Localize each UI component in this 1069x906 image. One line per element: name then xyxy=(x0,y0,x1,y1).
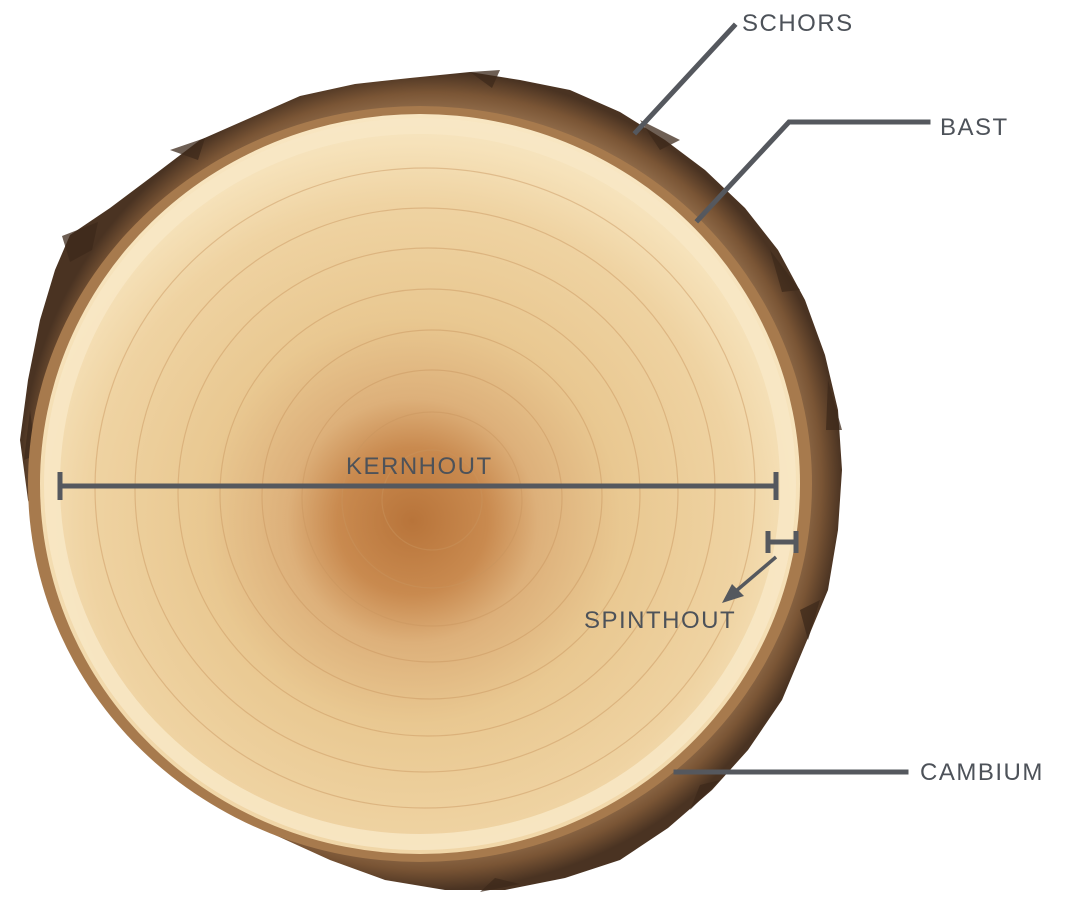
label-bast: BAST xyxy=(940,116,1009,140)
label-spinthout: SPINTHOUT xyxy=(584,609,736,633)
schors-leader-line xyxy=(636,26,734,132)
label-kernhout: KERNHOUT xyxy=(346,455,493,479)
label-schors: SCHORS xyxy=(742,12,854,36)
label-cambium: CAMBIUM xyxy=(920,761,1044,785)
